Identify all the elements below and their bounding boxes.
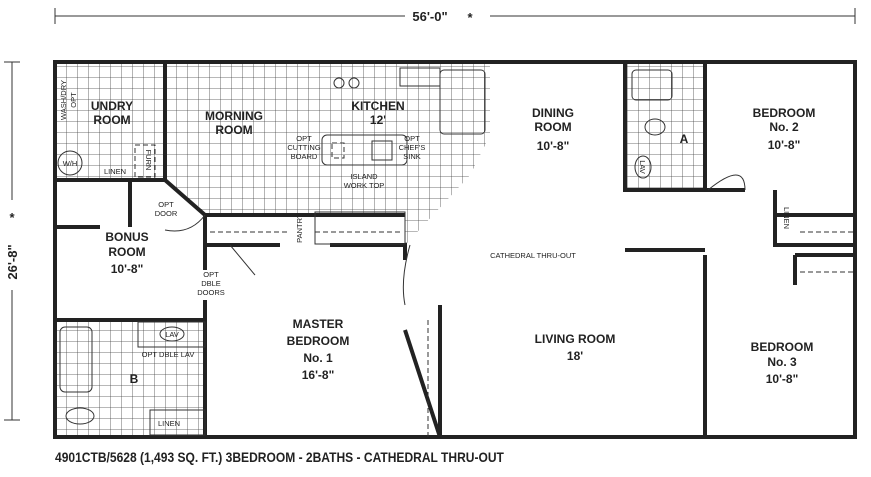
svg-text:OPT: OPT [203, 270, 219, 279]
svg-text:MORNING: MORNING [205, 109, 263, 123]
lav-b [159, 326, 185, 342]
svg-text:OPT: OPT [69, 92, 78, 108]
svg-text:ROOM: ROOM [108, 245, 145, 259]
svg-text:ROOM: ROOM [534, 120, 571, 134]
svg-text:SINK: SINK [403, 152, 421, 161]
svg-text:A: A [680, 132, 689, 146]
svg-text:OPT: OPT [158, 200, 174, 209]
svg-text:16'-8": 16'-8" [302, 368, 335, 382]
lav-a [634, 155, 652, 179]
plan-caption: 4901CTB/5628 (1,493 SQ. FT.) 3BEDROOM - … [55, 449, 504, 465]
svg-text:BEDROOM: BEDROOM [287, 334, 350, 348]
svg-text:BOARD: BOARD [291, 152, 318, 161]
svg-text:LIVING ROOM: LIVING ROOM [535, 332, 616, 346]
svg-text:DOOR: DOOR [155, 209, 178, 218]
svg-text:BEDROOM: BEDROOM [751, 340, 814, 354]
svg-text:B: B [130, 372, 139, 386]
svg-text:W/H: W/H [63, 159, 78, 168]
bathtub-b [59, 326, 93, 393]
svg-text:DOORS: DOORS [197, 288, 225, 297]
svg-text:26'-8": 26'-8" [5, 244, 20, 279]
svg-text:WASH/DRY: WASH/DRY [59, 80, 68, 120]
svg-text:FURN: FURN [144, 150, 153, 171]
svg-text:CHEF'S: CHEF'S [399, 143, 426, 152]
width-dimension: 56'-0" * [54, 8, 856, 25]
svg-text:CATHEDRAL THRU-OUT: CATHEDRAL THRU-OUT [490, 251, 576, 260]
svg-text:LINEN: LINEN [158, 419, 180, 428]
svg-text:LINEN: LINEN [104, 167, 126, 176]
svg-text:18': 18' [567, 349, 583, 363]
svg-text:12': 12' [370, 113, 386, 127]
svg-text:UNDRY: UNDRY [91, 99, 133, 113]
linen-closet-b [149, 409, 206, 436]
island [321, 134, 408, 166]
svg-text:LINEN: LINEN [782, 207, 791, 229]
depth-dimension: 26'-8" * [4, 61, 20, 421]
svg-text:10'-8": 10'-8" [537, 139, 570, 153]
svg-text:WORK TOP: WORK TOP [344, 181, 385, 190]
svg-text:BEDROOM: BEDROOM [753, 106, 816, 120]
svg-text:ISLAND: ISLAND [350, 172, 378, 181]
svg-text:KITCHEN: KITCHEN [351, 99, 404, 113]
room-labels: WASH/DRY OPT UNDRY ROOM W/H LINEN FURN M… [59, 80, 815, 428]
svg-text:OPT: OPT [296, 134, 312, 143]
svg-text:DBLE: DBLE [201, 279, 221, 288]
svg-text:10'-8": 10'-8" [768, 138, 801, 152]
svg-text:LAV: LAV [165, 330, 179, 339]
svg-text:No. 1: No. 1 [303, 351, 333, 365]
svg-text:PANTRY: PANTRY [295, 213, 304, 243]
svg-text:10'-8": 10'-8" [111, 262, 144, 276]
svg-text:56'-0": 56'-0" [412, 9, 447, 24]
bathtub-a [631, 69, 673, 101]
svg-text:CUTTING: CUTTING [287, 143, 320, 152]
toilet-b [65, 407, 95, 425]
svg-text:DINING: DINING [532, 106, 574, 120]
svg-text:*: * [9, 210, 15, 225]
svg-text:BONUS: BONUS [105, 230, 148, 244]
svg-text:OPT: OPT [404, 134, 420, 143]
svg-text:No. 2: No. 2 [769, 120, 799, 134]
svg-text:No. 3: No. 3 [767, 355, 797, 369]
svg-text:LAV: LAV [638, 160, 647, 174]
svg-text:OPT DBLE LAV: OPT DBLE LAV [142, 350, 195, 359]
svg-text:ROOM: ROOM [93, 113, 130, 127]
walls [53, 60, 857, 439]
svg-text:*: * [467, 10, 473, 25]
svg-text:MASTER: MASTER [293, 317, 344, 331]
stove-burner [333, 77, 345, 89]
fixtures [57, 67, 855, 437]
toilet-a [644, 118, 666, 136]
svg-text:ROOM: ROOM [215, 123, 252, 137]
svg-text:10'-8": 10'-8" [766, 372, 799, 386]
